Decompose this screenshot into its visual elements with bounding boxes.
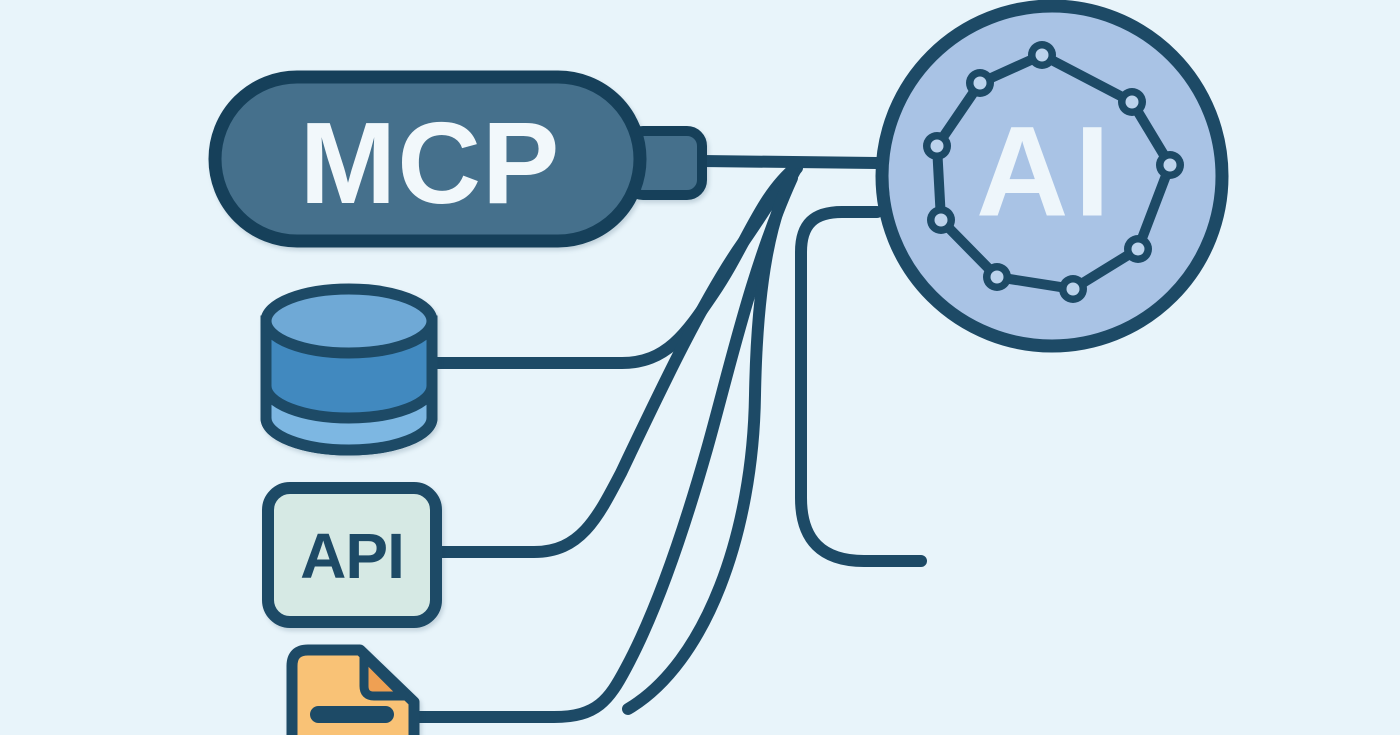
document-icon (286, 644, 420, 735)
network-node-core (1163, 158, 1177, 172)
branch-sweep-line (622, 161, 803, 715)
ai-label: AI (976, 101, 1116, 244)
network-node-core (990, 270, 1004, 284)
mcp-pill: MCP (208, 70, 707, 248)
mcp-to-ai-line (696, 155, 883, 169)
network-node-core (1035, 48, 1049, 62)
document-text-line (310, 706, 394, 723)
mcp-pill-shape (208, 70, 647, 248)
network-node-core (934, 213, 948, 227)
database-top-ellipse (260, 283, 438, 359)
connector-lines (410, 155, 927, 723)
database-icon (260, 283, 438, 456)
network-node-core (1131, 242, 1145, 256)
database-bottom-band (260, 385, 438, 456)
ai-circle: AI (875, 0, 1229, 353)
api-connector-line (430, 162, 803, 558)
api-label: API (300, 520, 404, 592)
document-connector-line (410, 172, 798, 723)
ai-network (923, 41, 1184, 303)
network-ring-line (932, 50, 1175, 294)
network-node-core (1125, 95, 1139, 109)
mcp-label: MCP (300, 98, 561, 228)
network-node-core (1066, 282, 1080, 296)
ai-hook-line (795, 206, 927, 567)
network-node-core (930, 139, 944, 153)
document-fold (359, 651, 409, 701)
api-box-shape (262, 482, 442, 628)
network-node-core (973, 76, 987, 90)
api-box: API (262, 482, 442, 628)
